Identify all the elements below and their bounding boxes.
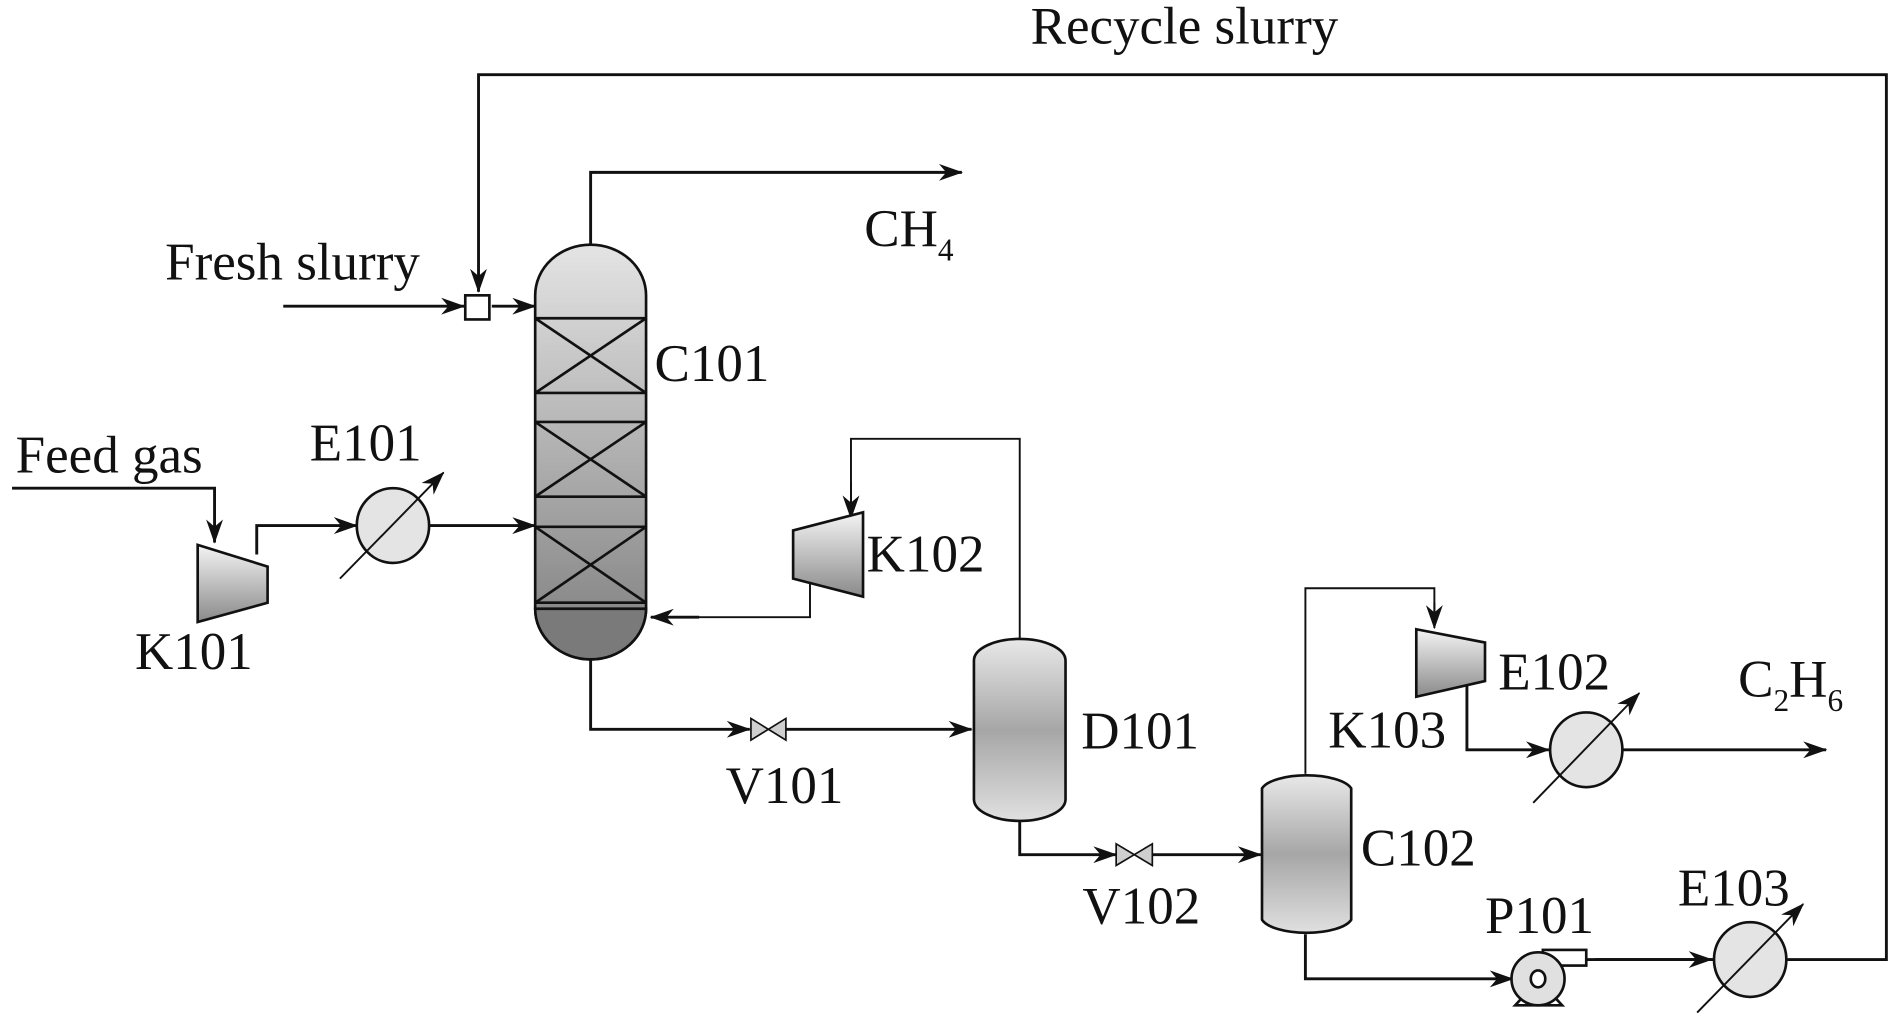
- d101-label: D101: [1081, 703, 1199, 761]
- c2h6-sub2: 6: [1827, 683, 1843, 718]
- recycle-slurry-label: Recycle slurry: [1031, 0, 1339, 55]
- column-c102: [1260, 774, 1353, 935]
- c2h6-sub1: 2: [1773, 683, 1789, 718]
- recycle-slurry-line: [470, 73, 1888, 961]
- column-c101: [533, 243, 648, 661]
- c102-bottoms-line: [1303, 934, 1514, 988]
- ch4-base: CH: [864, 200, 938, 258]
- c101-bottoms-line: [589, 656, 751, 738]
- heat-exchanger-e101: [339, 471, 445, 580]
- e102-label: E102: [1498, 644, 1610, 702]
- heat-exchanger-e103: [1696, 903, 1805, 1014]
- feed-gas-label: Feed gas: [16, 427, 203, 485]
- valve-v101: [750, 716, 787, 742]
- mixer-box: [463, 294, 491, 321]
- k102-label: K102: [867, 525, 985, 583]
- fresh-slurry-label: Fresh slurry: [165, 234, 420, 292]
- heat-exchanger-e102: [1532, 692, 1641, 804]
- k103-to-e102-line: [1465, 656, 1551, 759]
- v102-label: V102: [1082, 877, 1200, 935]
- drum-d101: [972, 637, 1067, 823]
- k101-to-e101-line: [255, 517, 358, 555]
- p101-label: P101: [1485, 887, 1594, 945]
- v101-label: V101: [726, 757, 844, 815]
- compressor-k102: [791, 510, 865, 599]
- ch4-outlet-line: [589, 163, 964, 248]
- k102-to-c101-line: [650, 578, 811, 619]
- c101-label: C101: [655, 335, 770, 393]
- d101-to-k102-line: [850, 437, 1021, 645]
- e103-label: E103: [1678, 859, 1790, 917]
- feed-gas-line: [12, 486, 223, 544]
- c2h6-label: C2H6: [1738, 651, 1843, 718]
- valve-v102: [1115, 842, 1154, 868]
- k103-label: K103: [1328, 701, 1446, 759]
- ch4-label: CH4: [864, 200, 954, 267]
- c102-label: C102: [1361, 820, 1476, 878]
- pump-p101: [1510, 948, 1588, 1007]
- c2h6-c: C: [1738, 651, 1773, 709]
- ch4-subscript: 4: [938, 232, 954, 267]
- compressor-k103: [1414, 627, 1487, 699]
- compressor-k101: [196, 543, 269, 624]
- k101-label: K101: [135, 623, 253, 681]
- c2h6-h: H: [1789, 651, 1827, 709]
- d101-bottoms-line: [1018, 819, 1118, 864]
- e101-label: E101: [310, 414, 422, 472]
